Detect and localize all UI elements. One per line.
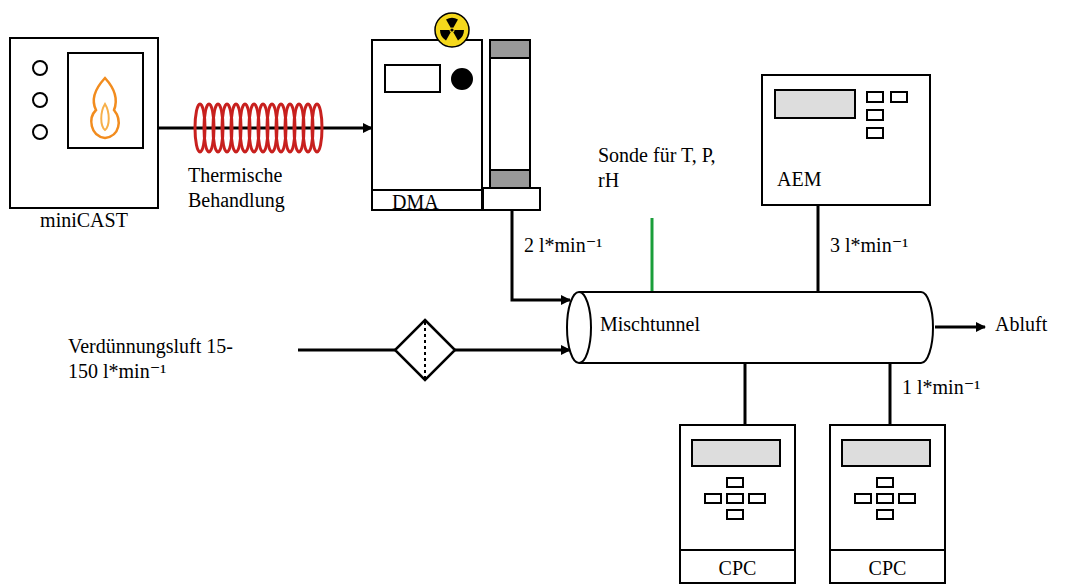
minicast-device [10, 38, 158, 208]
node-label: DMA [392, 190, 439, 214]
cpc-device [830, 425, 945, 583]
aem-device [762, 75, 930, 205]
exhaust-arrow [935, 326, 985, 329]
aem-box: AEM [762, 75, 930, 205]
process-label: Thermische Behandlung [188, 163, 358, 213]
cpc-box: CPC [680, 425, 795, 583]
flow-rate-label: 2 l*min⁻¹ [522, 233, 604, 257]
flow-line [744, 363, 747, 425]
dilution-air-line [298, 320, 570, 380]
flow-rate-label: 1 l*min⁻¹ [900, 375, 982, 399]
radiation-symbol [435, 13, 469, 47]
dilution-air-label: Verdünnungsluft 15-150 l*min⁻¹ [68, 334, 238, 384]
cpc-device [680, 425, 795, 583]
node-label: miniCAST [10, 208, 158, 232]
node-label: AEM [777, 167, 821, 191]
probe-label: Sonde für T, P, rH [598, 143, 718, 193]
node-label: CPC [680, 556, 795, 580]
flow-rate-label: 3 l*min⁻¹ [828, 233, 910, 257]
node-label: CPC [830, 556, 945, 580]
flow-line [158, 127, 372, 130]
minicast-box: miniCAST [10, 38, 158, 208]
node-label: Mischtunnel [600, 312, 700, 336]
flow-line [889, 363, 892, 425]
exhaust-label: Abluft [995, 312, 1075, 337]
dma-box: DMA [372, 40, 540, 210]
dma-device [372, 40, 540, 210]
heating-coil [195, 104, 322, 152]
flow-line [817, 205, 820, 292]
cpc-box: CPC [830, 425, 945, 583]
mixing-tunnel: Mischtunnel [565, 290, 935, 365]
